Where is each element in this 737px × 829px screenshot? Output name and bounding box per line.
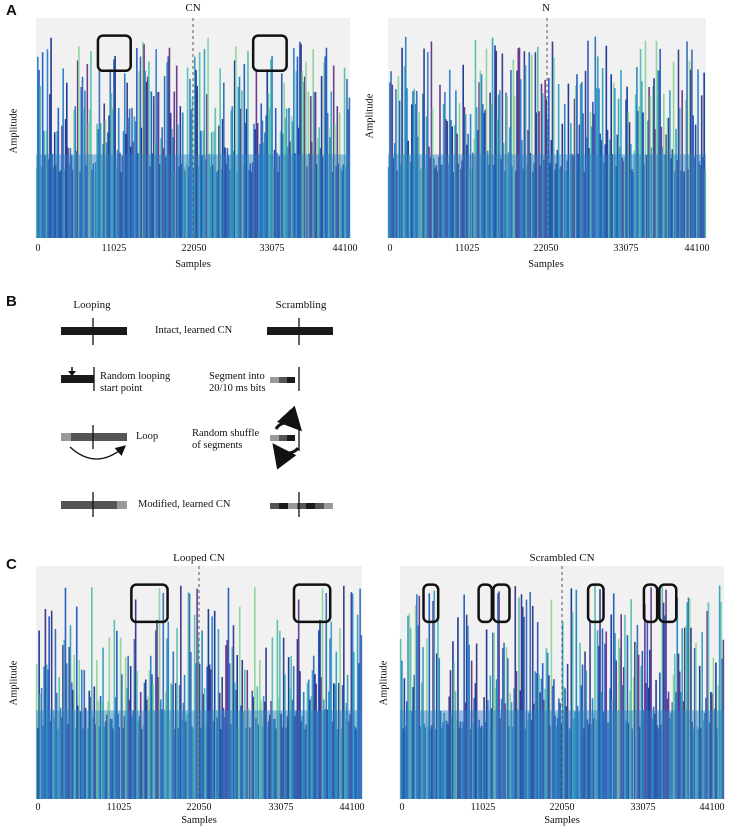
chart-looped-title: Looped CN (173, 552, 225, 564)
highlight-box (292, 583, 332, 624)
chart-looped-cn (35, 566, 363, 799)
highlight-box (422, 583, 440, 624)
amplitude-plot (35, 566, 363, 799)
intact-bar-left (61, 318, 127, 345)
chart-cn-xtick: 33075 (259, 243, 285, 254)
highlight-box (492, 583, 511, 624)
chart-n-ylabel: Amplitude (364, 93, 376, 139)
amplitude-base-band (388, 154, 706, 238)
chart-looped-xtick: 33075 (268, 802, 294, 813)
amplitude-plot (387, 18, 707, 238)
amplitude-plot (35, 18, 351, 238)
highlight-box (96, 34, 132, 73)
chart-cn-xtick: 0 (35, 243, 41, 254)
loop-bar (61, 425, 127, 460)
chart-scrambled-xtick: 22050 (549, 802, 575, 813)
modified-bar-right (270, 492, 333, 517)
chart-looped-xtick: 0 (35, 802, 41, 813)
down-arrow-icon (68, 371, 76, 376)
shuffle-arrow-icon (272, 443, 300, 470)
chart-looped-xlabel: Samples (181, 815, 217, 826)
row-intact-label: Intact, learned CN (155, 325, 233, 336)
chart-scrambled-title: Scrambled CN (529, 552, 595, 564)
chart-looped-xtick: 44100 (339, 802, 365, 813)
chart-cn-xtick: 11025 (101, 243, 127, 254)
amplitude-bars (35, 585, 363, 799)
chart-cn (35, 18, 351, 238)
row-loop-label: Loop (136, 431, 159, 442)
chart-scrambled-cn (399, 566, 725, 799)
chart-n-xlabel: Samples (528, 259, 564, 270)
amplitude-bars (387, 36, 707, 238)
loop-arrow-icon (69, 445, 126, 460)
chart-scrambled-xtick: 44100 (699, 802, 725, 813)
chart-scrambled-xtick: 0 (399, 802, 405, 813)
chart-n-xtick: 0 (387, 243, 393, 254)
chart-scrambled-xtick: 33075 (630, 802, 656, 813)
amplitude-bars (399, 584, 725, 799)
chart-n-xtick: 11025 (454, 243, 480, 254)
chart-n-xtick: 44100 (684, 243, 710, 254)
chart-n-xtick: 33075 (613, 243, 639, 254)
highlight-box (586, 583, 605, 624)
amplitude-base-band (36, 154, 350, 238)
row-start-point-label: Random looping start point (100, 371, 171, 394)
chart-scrambled-ylabel: Amplitude (378, 660, 390, 706)
chart-cn-xtick: 22050 (181, 243, 207, 254)
panel-letter-c: C (6, 556, 17, 573)
highlight-box (658, 583, 678, 624)
modified-bar-left (61, 492, 127, 517)
row-shuffle-label: Random shuffle of segments (192, 428, 260, 451)
highlight-box (477, 583, 494, 624)
panel-letter-b: B (6, 293, 17, 310)
looping-heading: Looping (73, 299, 111, 311)
chart-looped-xtick: 22050 (186, 802, 212, 813)
intact-bar-right (267, 318, 333, 345)
chart-looped-ylabel: Amplitude (8, 660, 20, 706)
scrambling-heading: Scrambling (275, 299, 327, 311)
highlight-box (642, 583, 659, 624)
highlight-box (130, 583, 169, 624)
chart-looped-xtick: 11025 (106, 802, 132, 813)
chart-n-xtick: 22050 (533, 243, 559, 254)
start-point-bar (61, 367, 95, 391)
segmented-bar (270, 367, 300, 391)
diagram-graphics (61, 318, 333, 517)
row-segment-label: Segment into 20/10 ms bits (209, 371, 266, 394)
chart-scrambled-xtick: 11025 (470, 802, 496, 813)
amplitude-plot (399, 566, 725, 799)
amplitude-bars (35, 37, 351, 238)
panel-letter-a: A (6, 2, 17, 19)
chart-n-title: N (542, 2, 550, 14)
chart-n (387, 18, 707, 238)
shuffle-bar (270, 405, 303, 470)
chart-cn-xlabel: Samples (175, 259, 211, 270)
highlight-box (251, 34, 288, 73)
chart-cn-title: CN (185, 2, 201, 14)
row-modified-label: Modified, learned CN (138, 499, 231, 510)
chart-cn-ylabel: Amplitude (8, 108, 20, 154)
shuffle-arrow-icon (274, 405, 303, 432)
chart-cn-xtick: 44100 (332, 243, 358, 254)
chart-scrambled-xlabel: Samples (544, 815, 580, 826)
